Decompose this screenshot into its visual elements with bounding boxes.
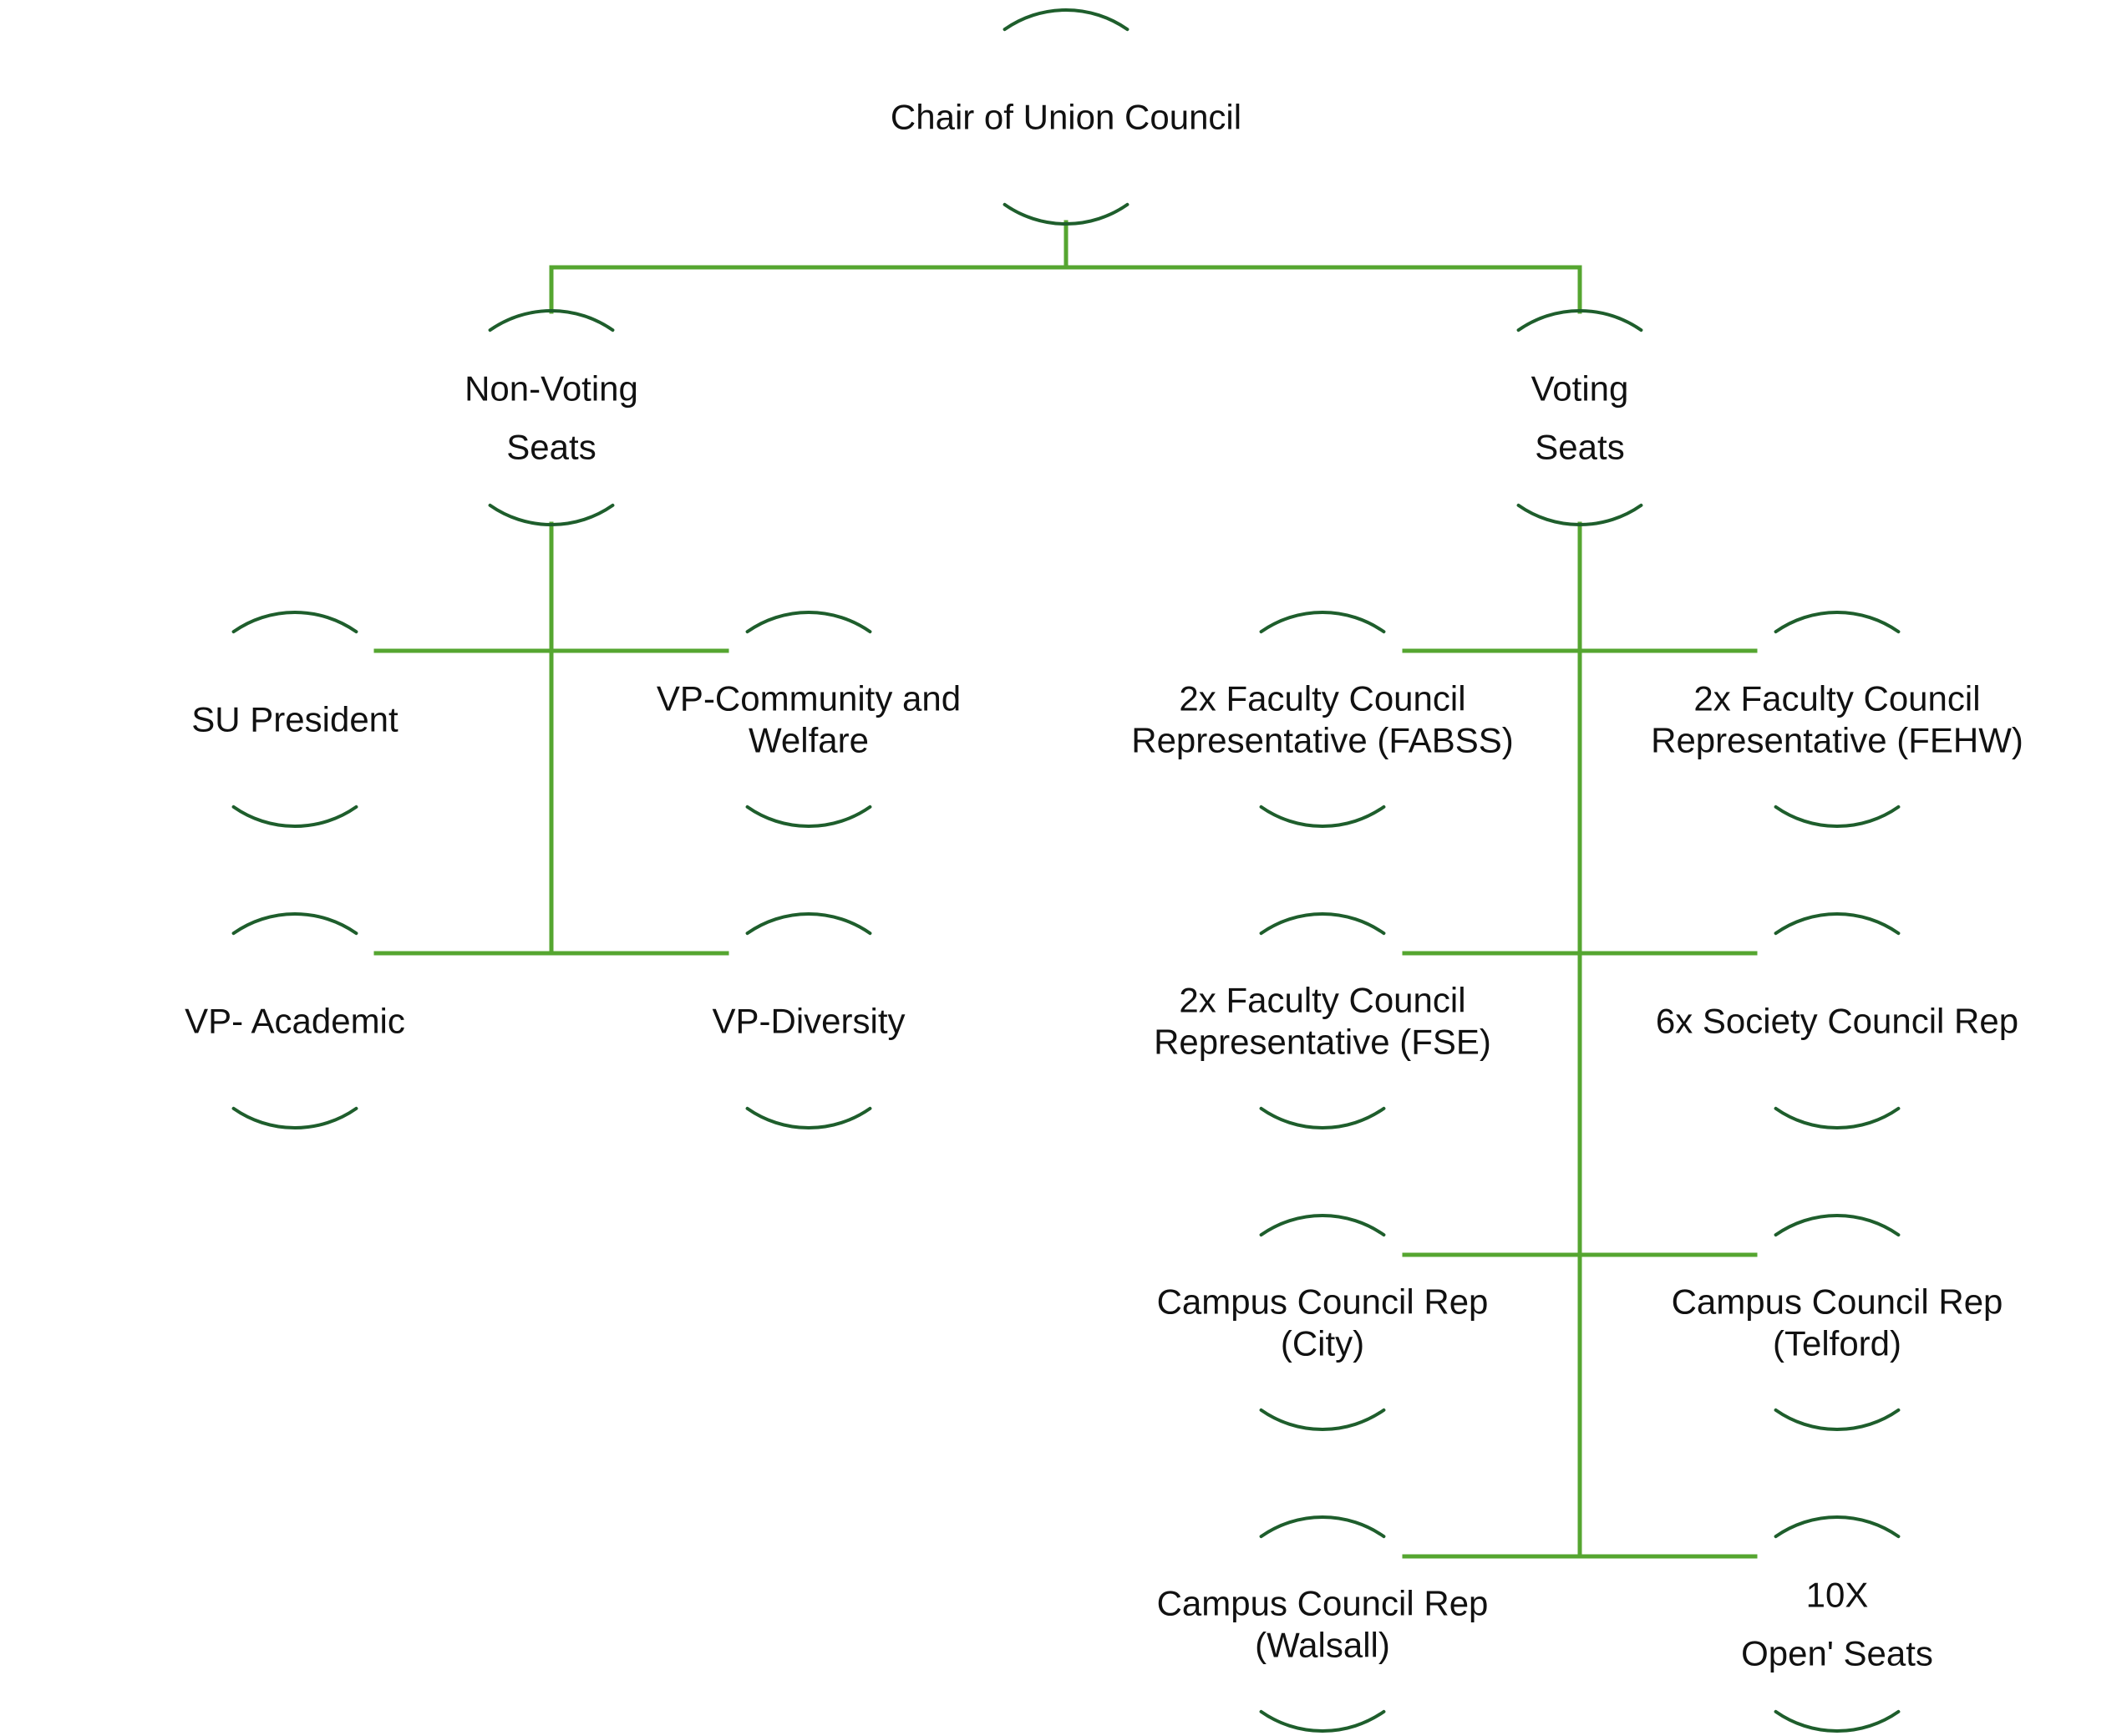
node-arc-top [231, 611, 358, 634]
node-arc-top [1774, 611, 1901, 634]
node-label-line: Representative (FABSS) [1131, 721, 1514, 760]
node-label-line: 10X [1806, 1576, 1869, 1615]
node-arc-top [1259, 912, 1386, 936]
vp-academic-node: VP- Academic [185, 912, 405, 1129]
node-label-line: (Telford) [1773, 1324, 1901, 1363]
campus-city-node: Campus Council Rep(City) [1157, 1214, 1489, 1431]
node-label-line: Campus Council Rep [1157, 1282, 1489, 1322]
node-label-line: Campus Council Rep [1672, 1282, 2003, 1322]
node-arc-bottom [231, 805, 358, 828]
node-arc-top [1259, 1515, 1386, 1539]
node-arc-bottom [1774, 805, 1901, 828]
node-arc-top [1774, 912, 1901, 936]
node-arc-top [231, 912, 358, 936]
node-label-line: Voting [1531, 369, 1629, 409]
connectors [373, 220, 1758, 1559]
node-arc-top [1774, 1515, 1901, 1539]
node-arc-top [1774, 1214, 1901, 1237]
node-label-line: Seats [1535, 428, 1624, 467]
node-label-line: (City) [1281, 1324, 1364, 1363]
node-label-line: VP-Diversity [712, 1002, 905, 1041]
node-label-line: Chair of Union Council [891, 98, 1241, 137]
node-arc-bottom [488, 503, 615, 526]
open-seats-node: 10X Open' Seats [1741, 1515, 1933, 1733]
campus-telford-node: Campus Council Rep(Telford) [1672, 1214, 2003, 1431]
node-arc-bottom [1259, 1106, 1386, 1129]
campus-walsall-node: Campus Council Rep(Walsall) [1157, 1515, 1489, 1733]
node-arc-bottom [745, 805, 872, 828]
node-arc-top [745, 912, 872, 936]
node-arc-top [1516, 309, 1643, 332]
node-arc-bottom [231, 1106, 358, 1129]
node-label-line: VP- Academic [185, 1002, 405, 1041]
su-president-node: SU President [191, 611, 398, 828]
node-arc-bottom [1774, 1408, 1901, 1431]
node-arc-bottom [1774, 1709, 1901, 1733]
node-label-line: 2x Faculty Council [1693, 679, 1980, 718]
node-label-line: 6x Society Council Rep [1656, 1002, 2018, 1041]
vp-diversity-node: VP-Diversity [712, 912, 906, 1129]
node-label-line: 2x Faculty Council [1179, 679, 1465, 718]
node-label-line: Seats [506, 428, 596, 467]
node-label-line: 2x Faculty Council [1179, 981, 1465, 1020]
node-label-line: Campus Council Rep [1157, 1584, 1489, 1623]
node-arc-top [1259, 1214, 1386, 1237]
node-arc-bottom [1259, 805, 1386, 828]
node-label-line: Non-Voting [464, 369, 638, 409]
node-label-line: Representative (FSE) [1154, 1023, 1491, 1062]
node-label-line: Representative (FEHW) [1651, 721, 2023, 760]
node-label-line: SU President [191, 700, 398, 739]
node-arc-bottom [745, 1106, 872, 1129]
node-label-line: Welfare [749, 721, 869, 760]
node-arc-top [745, 611, 872, 634]
node-arc-bottom [1516, 503, 1643, 526]
node-arc-bottom [1259, 1709, 1386, 1733]
node-arc-top [488, 309, 615, 332]
node-label-line: VP-Community and [657, 679, 961, 718]
node-arc-bottom [1259, 1408, 1386, 1431]
node-label-line: Open' Seats [1741, 1634, 1933, 1673]
node-arc-bottom [1003, 202, 1129, 226]
node-arc-bottom [1774, 1106, 1901, 1129]
node-arc-top [1259, 611, 1386, 634]
society-rep-node: 6x Society Council Rep [1656, 912, 2018, 1129]
node-arc-top [1003, 8, 1129, 32]
chair-node: Chair of Union Council [891, 8, 1241, 226]
node-label-line: (Walsall) [1255, 1626, 1390, 1665]
